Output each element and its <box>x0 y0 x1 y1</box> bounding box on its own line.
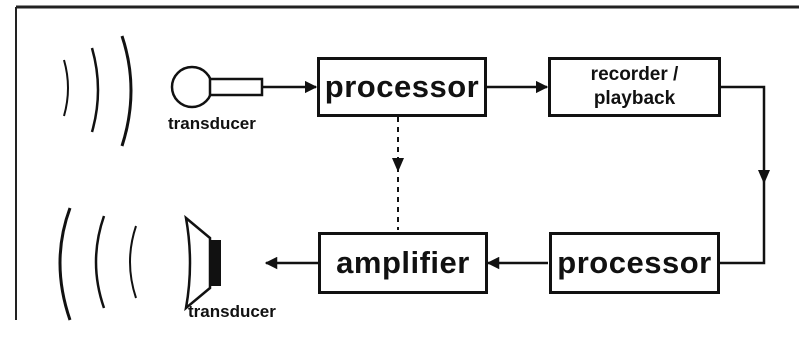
processor-bottom-block: processor <box>549 232 720 294</box>
arrowhead-down-right <box>758 170 770 184</box>
processor-bottom-label: processor <box>557 245 712 280</box>
outgoing-sound-waves <box>58 207 137 321</box>
amplifier-label: amplifier <box>336 245 470 280</box>
playback-label: playback <box>593 88 676 109</box>
amplifier-block: amplifier <box>318 232 488 294</box>
frame <box>15 5 799 320</box>
recorder-playback-block: recorder / playback <box>548 57 721 117</box>
recorder-label: recorder / <box>590 64 679 85</box>
arrowhead-dashed-down <box>392 158 404 172</box>
speaker-transducer-icon <box>184 214 221 312</box>
input-transducer-caption: transducer <box>168 114 256 133</box>
incoming-sound-waves <box>63 35 133 147</box>
arrow-recorder-to-processor <box>719 85 766 265</box>
processor-top-label: processor <box>324 69 480 104</box>
output-transducer-caption: transducer <box>188 302 276 321</box>
microphone-transducer-icon <box>170 65 264 109</box>
processor-top-block: processor <box>317 57 487 117</box>
